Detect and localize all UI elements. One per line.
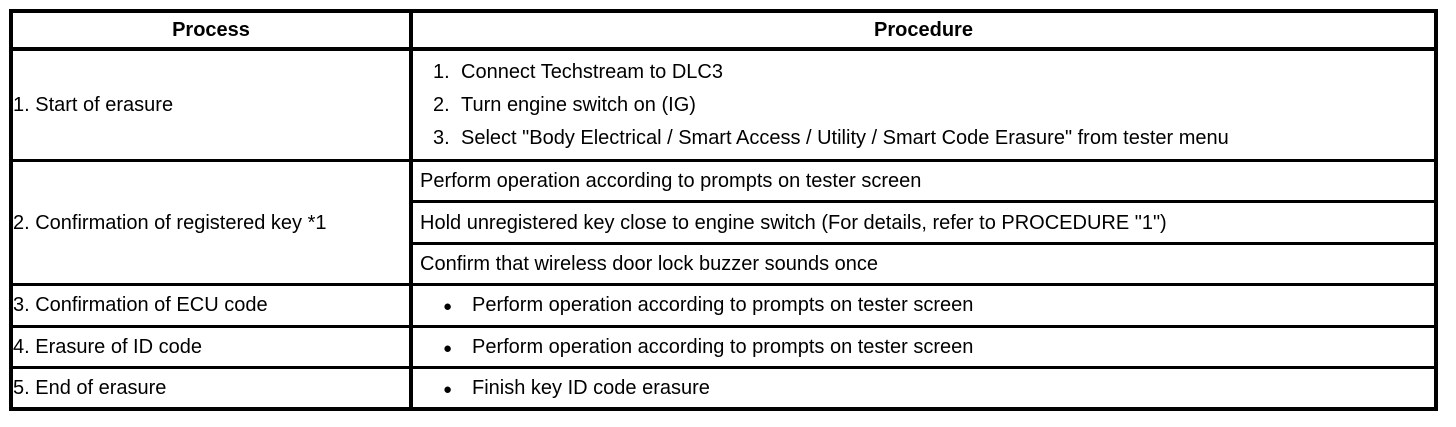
bullet-icon: ● bbox=[443, 381, 453, 399]
procedure-cell: 1. Connect Techstream to DLC3 2. Turn en… bbox=[409, 47, 1438, 163]
procedure-cell: Perform operation according to prompts o… bbox=[409, 159, 1438, 204]
procedure-cell: ● Finish key ID code erasure bbox=[409, 366, 1438, 411]
header-row: Process Procedure bbox=[9, 9, 1438, 51]
numbered-list: 1. Connect Techstream to DLC3 2. Turn en… bbox=[414, 52, 1433, 158]
bullet-icon: ● bbox=[443, 298, 453, 316]
table-row-confirmation-ecu-code: 3. Confirmation of ECU code ● Perform op… bbox=[9, 283, 1438, 328]
table-row-erasure-id-code: 4. Erasure of ID code ● Perform operatio… bbox=[9, 324, 1438, 370]
item-number: 3. bbox=[433, 126, 450, 149]
table-row-start-of-erasure: 1. Start of erasure 1. Connect Techstrea… bbox=[9, 47, 1438, 163]
numbered-item: 2. Turn engine switch on (IG) bbox=[427, 89, 1433, 122]
item-number: 1. bbox=[433, 60, 450, 83]
table-row-confirmation-registered-key-sub: Hold unregistered key close to engine sw… bbox=[11, 200, 1438, 245]
bullet-item: ● Perform operation according to prompts… bbox=[414, 334, 1433, 360]
numbered-item: 3. Select "Body Electrical / Smart Acces… bbox=[427, 122, 1433, 155]
table-row-end-of-erasure: 5. End of erasure ● Finish key ID code e… bbox=[9, 366, 1438, 411]
bullet-icon: ● bbox=[443, 339, 453, 357]
item-text: Perform operation according to prompts o… bbox=[472, 294, 974, 317]
bullet-item: ● Perform operation according to prompts… bbox=[414, 292, 1433, 318]
process-cell: 4. Erasure of ID code bbox=[9, 324, 413, 370]
column-header-process: Process bbox=[9, 9, 413, 51]
item-text: Select "Body Electrical / Smart Access /… bbox=[461, 126, 1229, 149]
item-text: Connect Techstream to DLC3 bbox=[461, 60, 723, 83]
procedure-cell: Hold unregistered key close to engine sw… bbox=[409, 200, 1438, 245]
numbered-item: 1. Connect Techstream to DLC3 bbox=[427, 56, 1433, 89]
item-number: 2. bbox=[433, 93, 450, 116]
procedure-cell: ● Perform operation according to prompts… bbox=[409, 324, 1438, 370]
procedure-cell: ● Perform operation according to prompts… bbox=[409, 283, 1438, 328]
table-row-confirmation-registered-key: 2. Confirmation of registered key *1 Per… bbox=[9, 159, 1438, 287]
item-text: Perform operation according to prompts o… bbox=[472, 335, 974, 358]
bullet-item: ● Finish key ID code erasure bbox=[414, 375, 1433, 401]
table-row-confirmation-registered-key-sub: Confirm that wireless door lock buzzer s… bbox=[11, 241, 1438, 287]
item-text: Turn engine switch on (IG) bbox=[461, 93, 696, 116]
process-cell: 3. Confirmation of ECU code bbox=[9, 283, 413, 328]
item-text: Finish key ID code erasure bbox=[472, 377, 710, 400]
column-header-procedure: Procedure bbox=[409, 9, 1438, 51]
procedure-cell: Confirm that wireless door lock buzzer s… bbox=[409, 241, 1438, 287]
process-cell: 1. Start of erasure bbox=[9, 47, 413, 163]
procedure-table: Process Procedure 1. Start of erasure 1.… bbox=[9, 9, 1438, 411]
process-cell: 5. End of erasure bbox=[9, 366, 413, 411]
process-cell: 2. Confirmation of registered key *1 bbox=[9, 159, 413, 287]
